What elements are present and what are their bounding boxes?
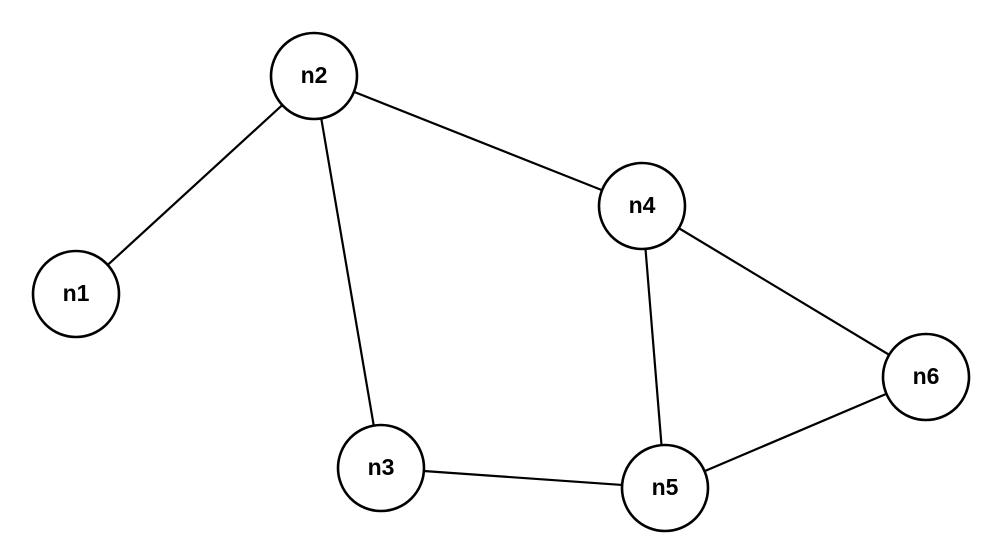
node-n6[interactable]: n6	[881, 332, 971, 422]
node-n5[interactable]: n5	[620, 443, 710, 533]
edge-n4-n5	[640, 205, 667, 489]
node-circle-n2[interactable]	[269, 31, 359, 121]
edge-n4-n6	[641, 205, 927, 378]
edge-n2-n3	[312, 75, 383, 469]
edge-n3-n5	[380, 466, 666, 490]
node-n4[interactable]: n4	[597, 161, 687, 251]
node-n1[interactable]: n1	[31, 249, 121, 339]
node-circle-n4[interactable]	[597, 161, 687, 251]
node-circle-n1[interactable]	[31, 249, 121, 339]
edge-n1-n2	[75, 75, 315, 295]
edge-n5-n6	[664, 375, 927, 490]
node-circle-n6[interactable]	[881, 332, 971, 422]
node-circle-n3[interactable]	[336, 423, 426, 513]
node-n2[interactable]: n2	[269, 31, 359, 121]
node-n3[interactable]: n3	[336, 423, 426, 513]
node-circle-n5[interactable]	[620, 443, 710, 533]
edge-n2-n4	[313, 74, 643, 208]
